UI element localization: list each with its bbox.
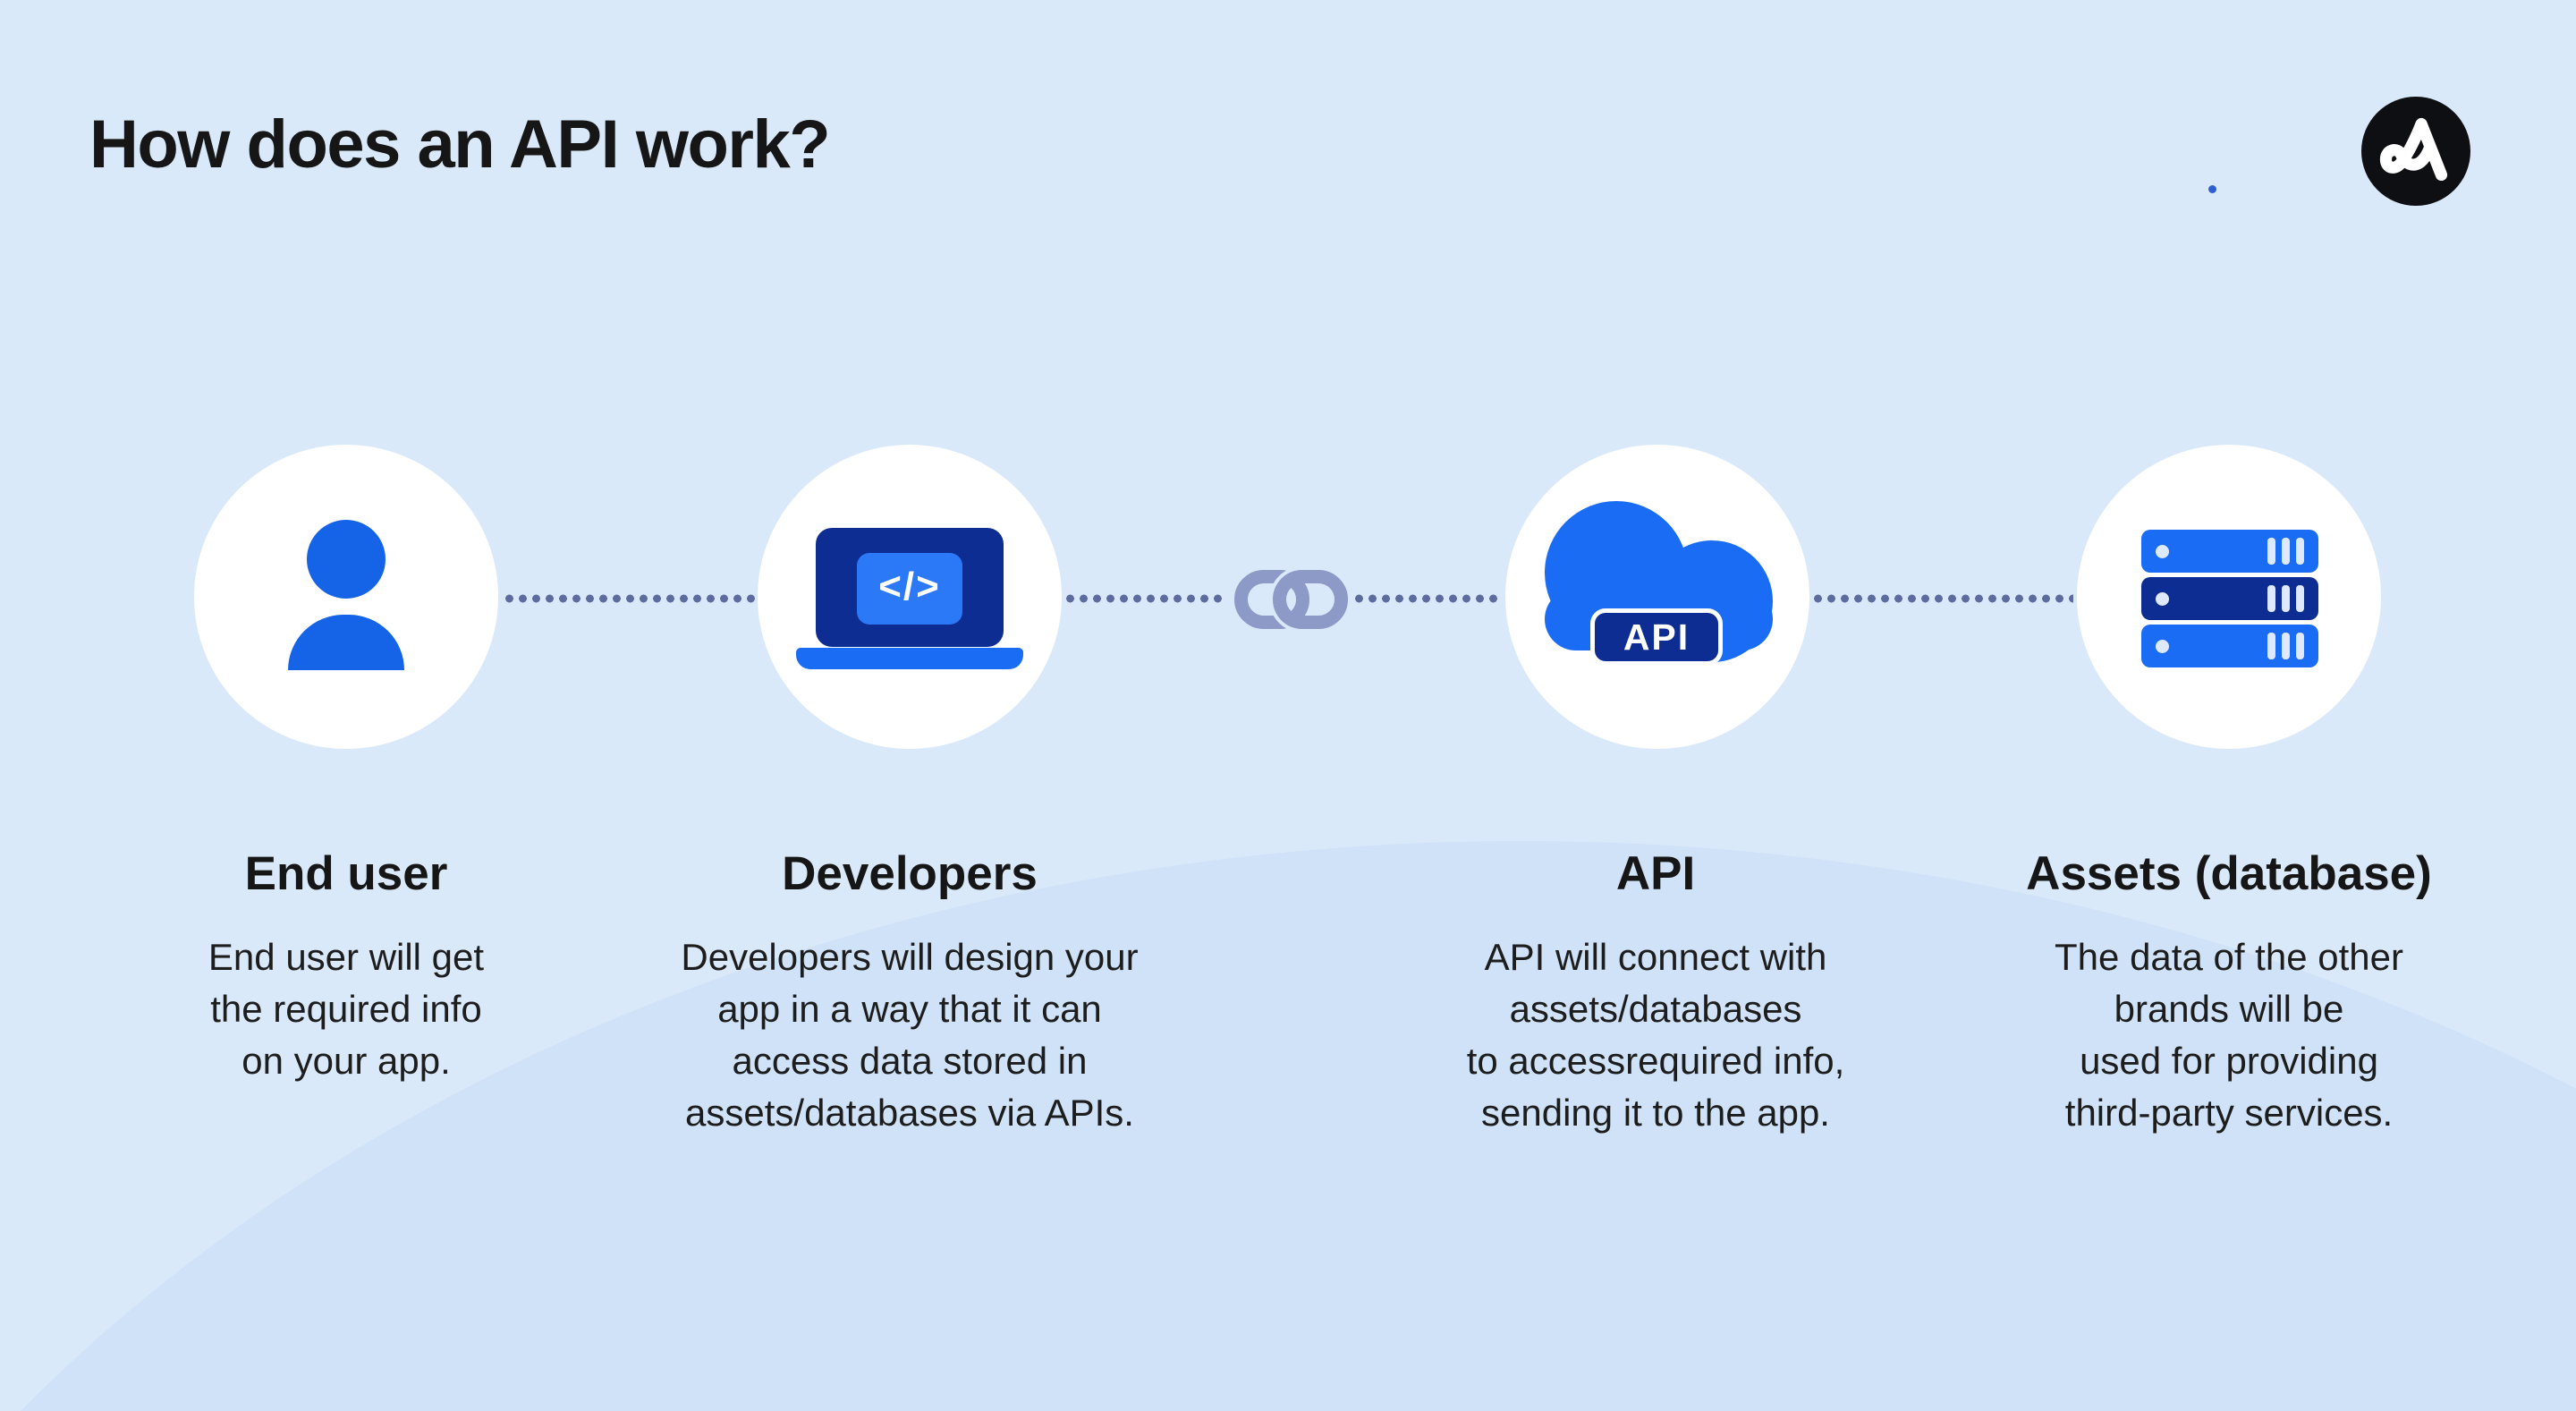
server-led [2156,592,2169,606]
step-description: API will connect with assets/databases t… [1360,931,1951,1139]
description-line: access data stored in [732,1040,1088,1082]
step-text-developers: Developers Developers will design your a… [614,846,1205,1139]
server-led [2156,640,2169,653]
step-description: The data of the other brands will be use… [1934,931,2524,1139]
server-led [2156,545,2169,558]
user-head [307,520,386,599]
decorative-dot [2208,185,2216,193]
description-line: Developers will design your [681,936,1139,978]
description-line: sending it to the app. [1481,1092,1830,1134]
api-badge: API [1590,608,1723,666]
step-text-api: API API will connect with assets/databas… [1360,846,1951,1139]
page-title: How does an API work? [89,106,831,183]
step-title: API [1615,847,1696,900]
step-text-end-user: End user End user will get the required … [105,846,588,1087]
connector-segment [505,594,760,603]
api-badge-label: API [1623,616,1690,658]
description-line: app in a way that it can [717,988,1102,1030]
server-vents [2267,585,2304,612]
description-line: End user will get [208,936,485,978]
laptop-screen: </> [857,553,962,625]
description-line: The data of the other [2055,936,2403,978]
description-line: on your app. [242,1040,451,1082]
server-row [2141,577,2318,620]
step-description: End user will get the required info on y… [105,931,588,1087]
chain-link-right [1273,570,1348,629]
server-vents [2267,538,2304,565]
description-line: the required info [210,988,482,1030]
step-title: Assets (database) [2026,847,2432,900]
server-vents [2267,633,2304,659]
step-text-assets: Assets (database) The data of the other … [1934,846,2524,1139]
connector-segment [1814,594,2073,603]
step-description: Developers will design your app in a way… [614,931,1205,1139]
description-line: assets/databases via APIs. [685,1092,1134,1134]
description-line: brands will be [2114,988,2344,1030]
laptop-screen-frame: </> [816,528,1004,647]
connector-segment [1066,594,1224,603]
description-line: to accessrequired info, [1466,1040,1845,1082]
laptop-base [796,648,1023,669]
step-title: End user [244,847,448,900]
server-row [2141,625,2318,667]
connector-segment [1355,594,1503,603]
code-glyph: </> [878,565,941,608]
server-row [2141,530,2318,573]
description-line: API will connect with [1484,936,1827,978]
step-title: Developers [782,847,1038,900]
brand-logo-icon [2361,97,2470,206]
description-line: used for providing [2080,1040,2378,1082]
description-line: assets/databases [1509,988,1802,1030]
description-line: third-party services. [2064,1092,2394,1134]
